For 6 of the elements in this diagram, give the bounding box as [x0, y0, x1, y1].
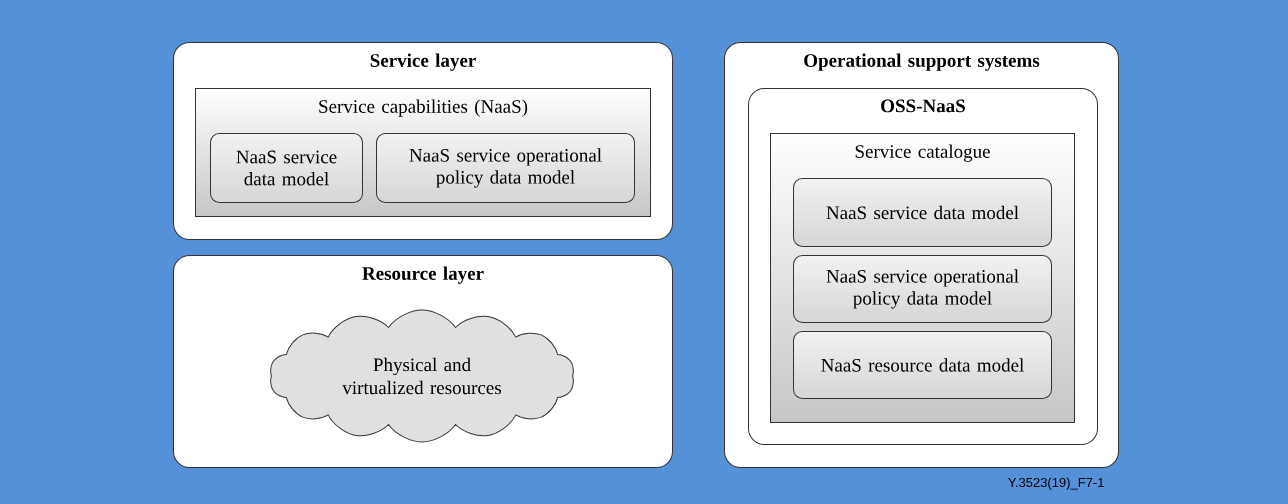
model-box: NaaS service operational policy data model — [793, 255, 1052, 323]
model-box: NaaS service data model — [210, 133, 363, 203]
model-box: NaaS resource data model — [793, 331, 1052, 399]
figure-code: Y.3523(19)_F7-1 — [1008, 477, 1104, 490]
model-box: NaaS service data model — [793, 178, 1052, 247]
model-box: NaaS service operational policy data model — [376, 133, 635, 203]
